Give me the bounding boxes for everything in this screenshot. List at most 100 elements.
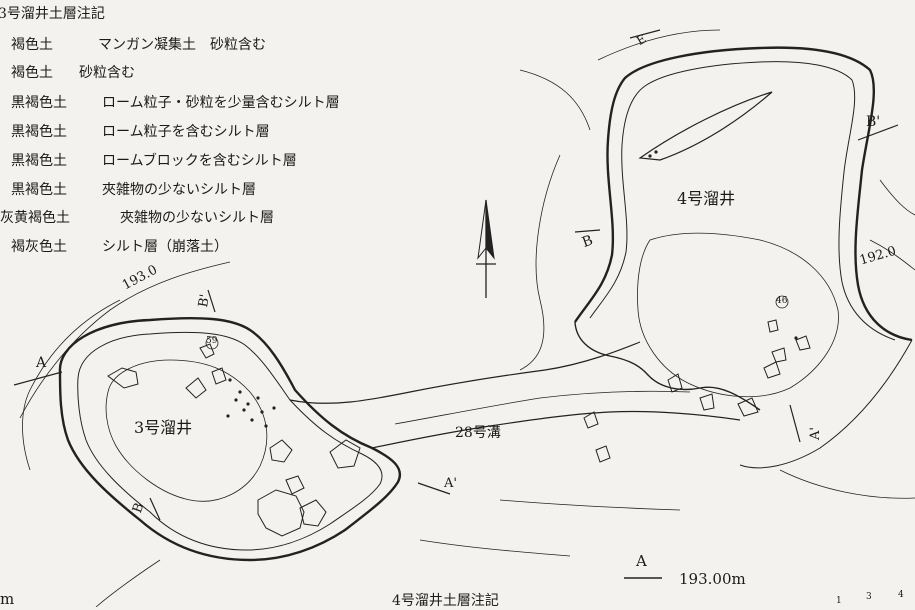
legend-row: 褐灰色土 シルト層（崩落土） bbox=[11, 236, 228, 256]
legend-desc: シルト層（崩落土） bbox=[102, 239, 228, 255]
stone bbox=[285, 475, 305, 495]
pit bbox=[264, 424, 268, 428]
stone bbox=[257, 489, 305, 537]
section-label-b-prime: B' bbox=[196, 293, 214, 309]
well-4-east-edge bbox=[739, 339, 913, 469]
stone bbox=[329, 439, 361, 469]
stone bbox=[699, 393, 715, 411]
section-line-b-prime-right bbox=[857, 124, 899, 141]
stone bbox=[595, 445, 611, 463]
contour-193 bbox=[19, 261, 231, 419]
legend-3-title: 3号溜井土層注記 bbox=[0, 6, 105, 22]
legend-desc: 砂粒含む bbox=[79, 65, 135, 81]
contour-line bbox=[22, 299, 121, 471]
contour-line bbox=[499, 499, 681, 511]
pit bbox=[234, 398, 238, 402]
section-label-b-prime-right: B' bbox=[866, 114, 881, 130]
section-label-a-prime-right: A' bbox=[808, 427, 823, 440]
legend-row: 褐色土 マンガン凝集土 砂粒含む bbox=[11, 34, 266, 54]
feature-marker-46 bbox=[775, 295, 789, 309]
stone bbox=[299, 499, 327, 527]
section-line-a-prime-right bbox=[789, 404, 801, 443]
pit bbox=[250, 418, 254, 422]
legend-row: 黒褐色土 ローム粒子・砂粒を少量含むシルト層 bbox=[11, 92, 340, 112]
ditch-28-bottom bbox=[394, 390, 691, 425]
contour-line bbox=[779, 469, 915, 499]
well-4-floor-contour bbox=[637, 232, 839, 398]
contour-192 bbox=[869, 239, 915, 271]
stone bbox=[771, 347, 787, 363]
well-4-wedge bbox=[638, 91, 773, 161]
pit bbox=[648, 154, 652, 158]
well-4-label: 4号溜井 bbox=[677, 189, 736, 208]
stone bbox=[211, 367, 227, 385]
pit bbox=[238, 390, 242, 394]
legend-soil: 灰黄褐色土 bbox=[0, 210, 70, 226]
contour-line bbox=[95, 559, 161, 607]
legend-row: 黒褐色土 ローム粒子を含むシルト層 bbox=[11, 121, 270, 141]
legend-soil: 黒褐色土 bbox=[11, 95, 67, 111]
small-pits-3 bbox=[226, 150, 798, 428]
ditch-28-edge-lower bbox=[371, 410, 741, 449]
legend-desc: ローム粒子を含むシルト層 bbox=[102, 124, 270, 140]
stone bbox=[737, 397, 759, 417]
contour-line bbox=[419, 539, 571, 557]
well-4-inner-outline bbox=[589, 61, 896, 341]
stone bbox=[763, 361, 781, 379]
legend-soil: 褐灰色土 bbox=[11, 239, 67, 255]
well-3-outline bbox=[58, 316, 401, 562]
feature-number-46: 46 bbox=[776, 296, 788, 306]
stone bbox=[269, 439, 293, 463]
fragment-text: m bbox=[0, 590, 15, 608]
pit bbox=[242, 408, 246, 412]
stone-cluster-3 bbox=[107, 343, 361, 537]
section-line-e bbox=[629, 29, 661, 39]
legend-desc: ロームブロックを含むシルト層 bbox=[102, 153, 297, 169]
pit bbox=[272, 406, 276, 410]
pit bbox=[228, 378, 232, 382]
section-label-a-prime-mid: A' bbox=[444, 476, 457, 491]
scale-letter: A bbox=[636, 552, 647, 570]
stone bbox=[583, 411, 599, 429]
ditch-28-edge-upper bbox=[289, 341, 641, 404]
pit bbox=[654, 150, 658, 154]
contour-line bbox=[519, 154, 561, 371]
pit bbox=[260, 410, 264, 414]
ditch-28-label: 28号溝 bbox=[455, 425, 501, 441]
contour-line bbox=[519, 69, 591, 131]
well-4-outline bbox=[574, 46, 913, 342]
scale-value: 193.00m bbox=[679, 570, 746, 588]
legend-soil: 黒褐色土 bbox=[11, 153, 67, 169]
contour-line bbox=[879, 179, 915, 216]
feature-number-59: 59 bbox=[206, 336, 218, 346]
stone bbox=[107, 367, 139, 389]
north-arrow-head bbox=[477, 199, 487, 260]
legend-row: 黒褐色土 夾雑物の少ないシルト層 bbox=[11, 179, 256, 199]
stone bbox=[795, 335, 811, 351]
pit bbox=[226, 414, 230, 418]
legend-desc: マンガン凝集土 砂粒含む bbox=[98, 37, 266, 53]
legend-soil: 黒褐色土 bbox=[11, 124, 67, 140]
legend-desc: 夾雑物の少ないシルト層 bbox=[102, 182, 256, 198]
well-3-floor-contour bbox=[105, 359, 268, 502]
stone bbox=[667, 373, 683, 393]
legend-4-title: 4号溜井土層注記 bbox=[392, 593, 499, 609]
stone bbox=[767, 319, 779, 333]
section-line-b-right bbox=[574, 229, 601, 233]
well-3-label: 3号溜井 bbox=[134, 418, 193, 437]
legend-desc: 夾雑物の少ないシルト層 bbox=[120, 210, 274, 226]
north-arrow-head bbox=[485, 199, 495, 260]
feature-marker-59 bbox=[205, 336, 219, 350]
section-line-a-prime-mid bbox=[417, 482, 451, 495]
corner-number: 1 bbox=[836, 596, 842, 606]
corner-number: 4 bbox=[898, 590, 904, 600]
well-3-inner-outline bbox=[77, 331, 383, 551]
section-line-b-bottom bbox=[149, 497, 161, 521]
legend-row: 灰黄褐色土 夾雑物の少ないシルト層 bbox=[0, 207, 274, 227]
section-label-a: A bbox=[36, 355, 47, 371]
legend-soil: 褐色土 bbox=[11, 65, 53, 81]
legend-soil: 黒褐色土 bbox=[11, 182, 67, 198]
section-line-b-prime-top bbox=[207, 289, 216, 313]
legend-row: 褐色土 砂粒含む bbox=[11, 62, 135, 82]
